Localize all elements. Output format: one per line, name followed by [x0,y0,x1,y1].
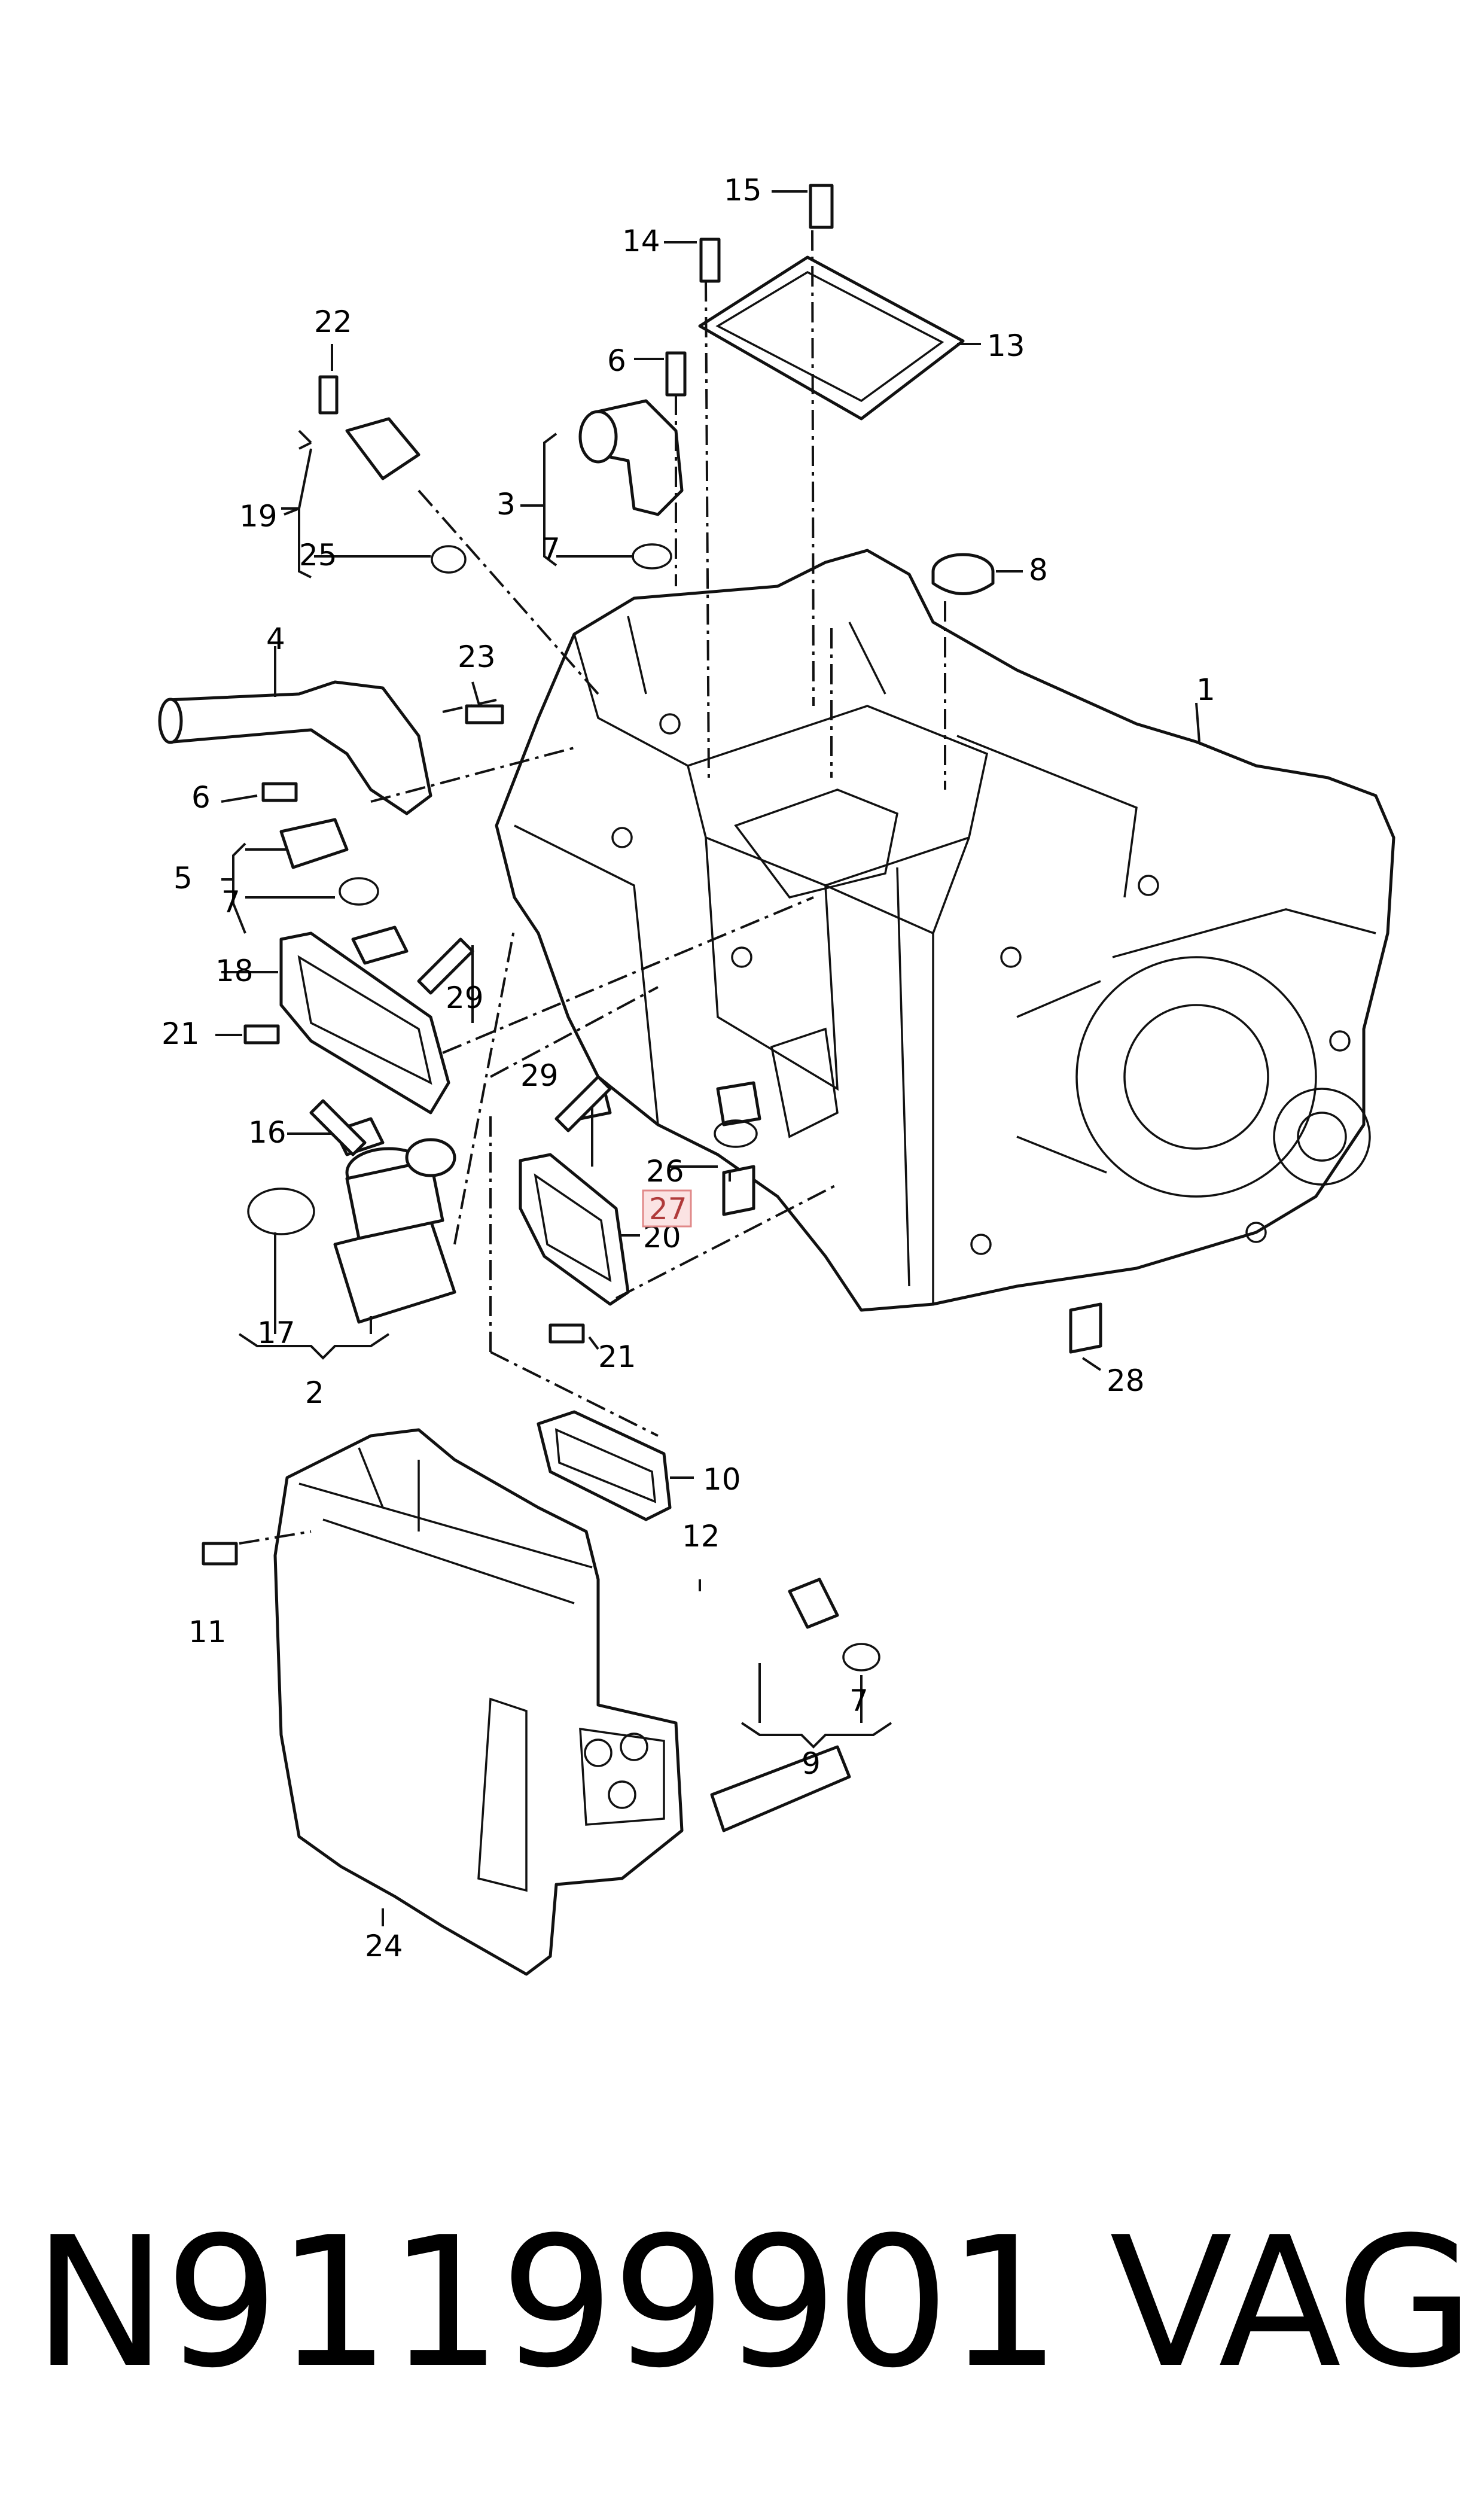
label-21b: 21 [598,1339,636,1374]
label-3: 3 [496,487,516,522]
label-7a: 7 [541,532,560,567]
label-12: 12 [682,1519,720,1554]
label-19: 19 [239,499,278,534]
label-26: 26 [646,1154,684,1189]
label-7b: 7 [221,885,240,919]
part-number: N91199901 [33,2199,1061,2407]
small-parts [333,417,1102,1832]
label-6a: 6 [607,343,626,378]
label-11: 11 [188,1615,227,1649]
label-13: 13 [987,328,1025,363]
coolant-pipe-4 [158,680,432,815]
label-15: 15 [724,173,762,208]
callout-labels: 1 2 3 4 5 6 6 7 7 7 8 9 10 11 12 13 14 1… [161,173,1215,1963]
label-17: 17 [257,1316,295,1350]
label-24: 24 [365,1929,403,1963]
side-cover-18 [279,931,450,1115]
highlight-box [642,1189,692,1228]
label-1: 1 [1196,672,1215,707]
top-cover-gasket [698,255,965,421]
label-5: 5 [173,861,193,896]
label-21a: 21 [161,1016,200,1051]
label-18: 18 [215,954,254,988]
label-4: 4 [266,622,285,656]
coolant-pipe-5 [279,818,379,906]
label-25: 25 [299,538,337,573]
brand-name: VAG [1110,2199,1474,2407]
label-10: 10 [703,1462,741,1497]
label-7c: 7 [849,1683,869,1718]
label-9: 9 [802,1746,821,1781]
transmission-housing [495,549,1395,1312]
exploded-view-drawing: 1 2 3 4 5 6 6 7 7 7 8 9 10 11 12 13 14 1… [158,173,1395,1976]
label-29b: 29 [520,1058,559,1093]
label-27-highlighted: 27 [649,1192,687,1226]
label-29a: 29 [446,981,484,1015]
oil-filter [247,1138,456,1324]
leader-lines [215,190,1200,1926]
label-6b: 6 [191,780,211,815]
oil-pan [273,1428,684,1976]
assembly-lines [239,230,946,1545]
label-28: 28 [1107,1363,1145,1398]
label-2: 2 [305,1375,324,1410]
side-cover-20 [519,1153,630,1306]
coolant-elbow-3 [578,399,684,516]
filter-gasket [537,1410,672,1521]
bolts [202,184,834,1566]
label-14: 14 [622,224,660,258]
label-23: 23 [458,640,496,674]
label-22: 22 [314,305,352,339]
label-8: 8 [1029,553,1048,587]
label-16: 16 [248,1115,287,1150]
